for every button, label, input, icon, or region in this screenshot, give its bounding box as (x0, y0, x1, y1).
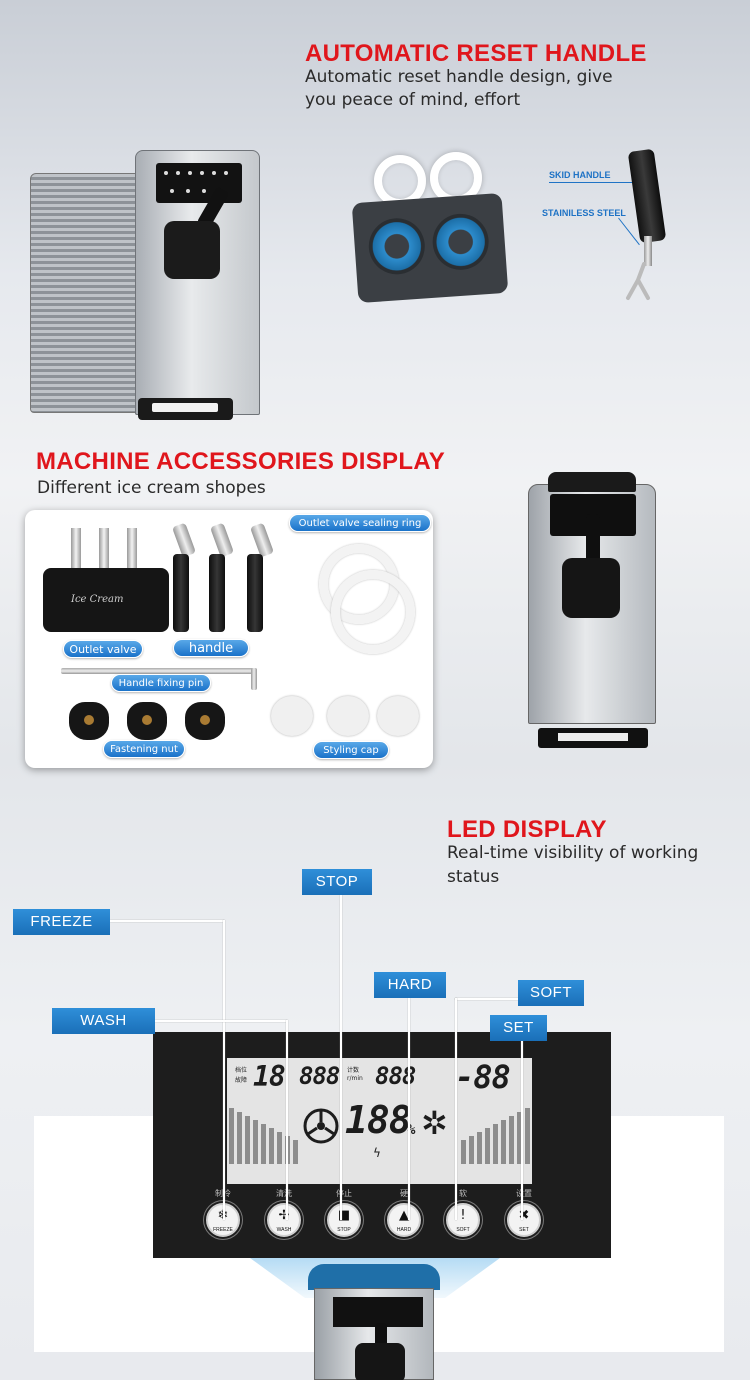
leader-line (155, 1020, 287, 1022)
stop-icon: ■ (337, 1208, 351, 1223)
set-button[interactable]: ✖ SET (507, 1203, 541, 1237)
lcd-label-rpm: r/min (347, 1075, 363, 1082)
label-fastening-nut: Fastening nut (103, 740, 185, 758)
skid-handle-image (627, 148, 667, 244)
leader-line (455, 998, 519, 1000)
label-sealing-ring: Outlet valve sealing ring (289, 514, 431, 532)
handle-fork-icon (626, 262, 650, 300)
ice-cream-machine-image (308, 1264, 440, 1380)
button-cn-label: 停止 (336, 1189, 352, 1198)
outlet-valve-image (351, 192, 509, 304)
soft-button[interactable]: ! SOFT (446, 1203, 480, 1237)
handle-image (247, 554, 263, 632)
button-cn-label: 设置 (516, 1189, 532, 1198)
fastening-nut-image (69, 702, 109, 740)
ice-cream-machine-image (30, 148, 260, 428)
button-cn-label: 清洗 (276, 1189, 292, 1198)
fixing-pin-image (61, 668, 257, 674)
styling-cap-image (327, 696, 369, 736)
lcd-label-gear: 档位 (235, 1067, 248, 1074)
label-styling-cap: Styling cap (313, 741, 389, 759)
callout-set: SET (490, 1015, 547, 1041)
ice-cream-machine-image (522, 462, 662, 752)
steering-wheel-icon (303, 1108, 339, 1144)
lcd-count-value: 888 (299, 1062, 340, 1090)
section-subtitle-led-display-2: status (447, 867, 500, 887)
hard-button[interactable]: ▲ HARD (387, 1203, 421, 1237)
section-title-led-display: LED DISPLAY (447, 816, 607, 843)
outlet-brand-text: Ice Cream (71, 594, 124, 605)
wash-button[interactable]: ✢ WASH (267, 1203, 301, 1237)
pointer-line (549, 182, 633, 183)
label-handle: handle (173, 639, 249, 657)
button-cn-label: 硬 (400, 1189, 408, 1198)
lcd-percent-sign: % (407, 1122, 416, 1138)
leader-line (110, 920, 224, 922)
label-outlet-valve: Outlet valve (63, 640, 143, 658)
handle-image (209, 554, 225, 632)
fastening-nut-image (127, 702, 167, 740)
stainless-steel-label: STAINILESS STEEL (542, 208, 626, 218)
lcd-label-count: 计数 (347, 1067, 360, 1074)
section-title-accessories: MACHINE ACCESSORIES DISPLAY (36, 448, 446, 475)
sealing-ring-image (331, 570, 415, 654)
leader-line (340, 895, 342, 1220)
styling-cap-image (271, 696, 313, 736)
leader-line (408, 998, 410, 1220)
callout-freeze: FREEZE (13, 909, 110, 935)
section-subtitle-led-display-1: Real-time visibility of working (447, 843, 699, 863)
stop-button[interactable]: ■ STOP (327, 1203, 361, 1237)
leader-line (521, 1040, 523, 1220)
lcd-screen: 档位 故障 18 888 计数 r/min 888 -88 188 % ✲ ϟ (227, 1058, 532, 1184)
section-title-reset-handle: AUTOMATIC RESET HANDLE (305, 40, 647, 67)
handle-image (173, 554, 189, 632)
callout-soft: SOFT (518, 980, 584, 1006)
section-subtitle-accessories: Different ice cream shopes (37, 478, 266, 498)
label-fixing-pin: Handle fixing pin (111, 674, 211, 692)
fastening-nut-image (185, 702, 225, 740)
outlet-valve-image: Ice Cream (43, 568, 169, 632)
skid-handle-label: SKID HANDLE (549, 170, 611, 180)
callout-hard: HARD (374, 972, 446, 998)
fan-icon: ✲ (421, 1104, 448, 1142)
leader-line (286, 1020, 288, 1220)
leader-line (455, 998, 457, 1220)
pen-icon: ▲ (399, 1208, 409, 1223)
section-subtitle-reset-handle-1: Automatic reset handle design, give (305, 67, 613, 87)
handle-stem-image (644, 236, 652, 266)
lcd-temperature-value: -88 (455, 1058, 511, 1096)
fan-icon: ✢ (278, 1208, 290, 1223)
accessories-panel: Ice Cream Outlet valve handle Outlet val… (25, 510, 433, 768)
lcd-gear-value: 18 (253, 1060, 286, 1093)
drop-icon: ! (460, 1208, 466, 1223)
button-cn-label: 软 (459, 1189, 467, 1198)
led-control-panel: 档位 故障 18 888 计数 r/min 888 -88 188 % ✲ ϟ … (153, 1032, 611, 1258)
tools-icon: ✖ (518, 1208, 530, 1223)
callout-stop: STOP (302, 869, 372, 895)
styling-cap-image (377, 696, 419, 736)
leader-line (223, 920, 225, 1220)
callout-wash: WASH (52, 1008, 155, 1034)
lcd-percent-value: 188 (345, 1098, 412, 1142)
swirl-icon: ϟ (373, 1146, 381, 1160)
lcd-label-fault: 故障 (235, 1077, 248, 1084)
section-subtitle-reset-handle-2: you peace of mind, effort (305, 90, 521, 110)
